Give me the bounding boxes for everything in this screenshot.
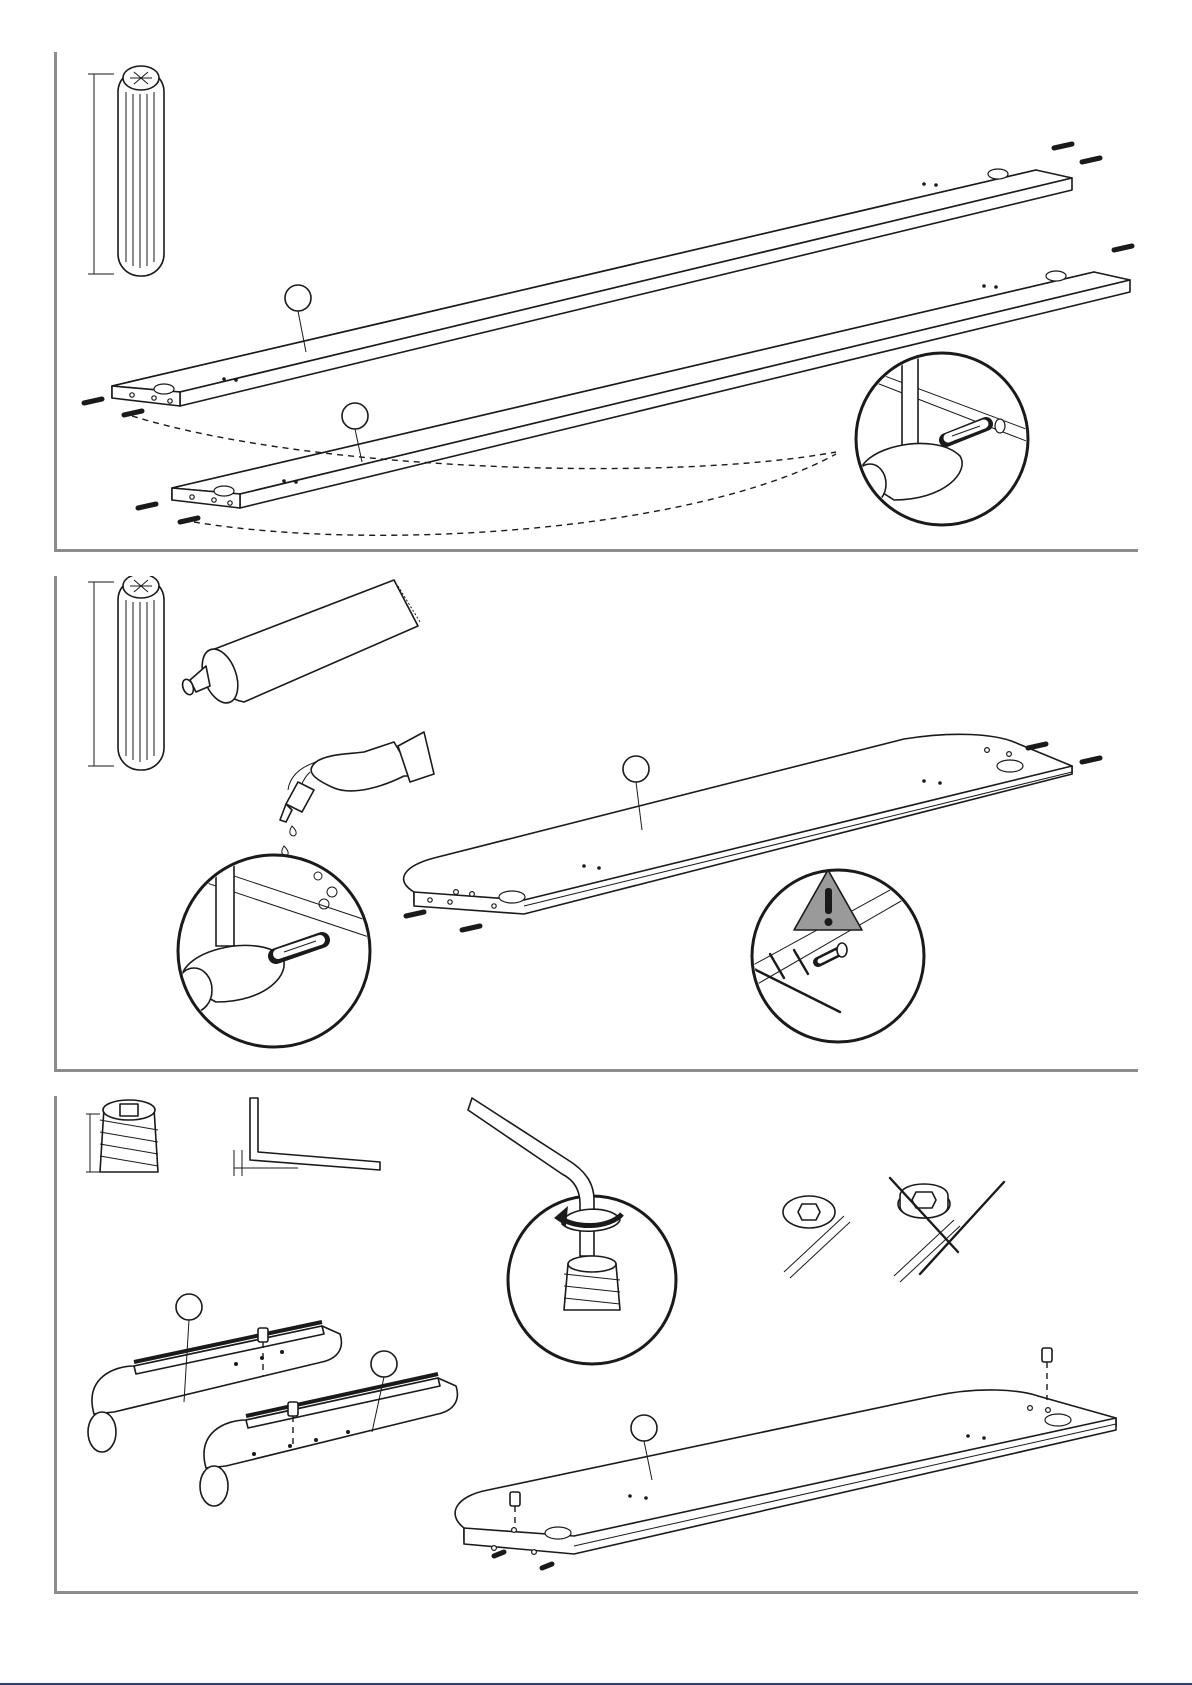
headboard-panel (404, 734, 1072, 914)
zoom-detail-glue-hammer (174, 806, 384, 1047)
step-1-panel (54, 52, 1138, 552)
footboard-panel (455, 1390, 1116, 1554)
screw-head-correct-icon (783, 1196, 850, 1278)
step-2-panel (54, 576, 1138, 1072)
dowel-icon (88, 66, 164, 276)
dowel-icon (88, 576, 164, 770)
hand-icon (280, 732, 434, 856)
threaded-insert-icon (86, 1100, 158, 1172)
step-3-panel (54, 1096, 1138, 1594)
zoom-detail-warning (744, 866, 934, 1042)
screw-head-wrong-icon (890, 1178, 1004, 1282)
support-slat-b (200, 1374, 457, 1506)
zoom-detail-hammer (854, 342, 1034, 525)
allen-key-icon (234, 1098, 380, 1176)
zoom-detail-allen-key (468, 1098, 676, 1364)
glue-tube-icon (181, 580, 420, 708)
